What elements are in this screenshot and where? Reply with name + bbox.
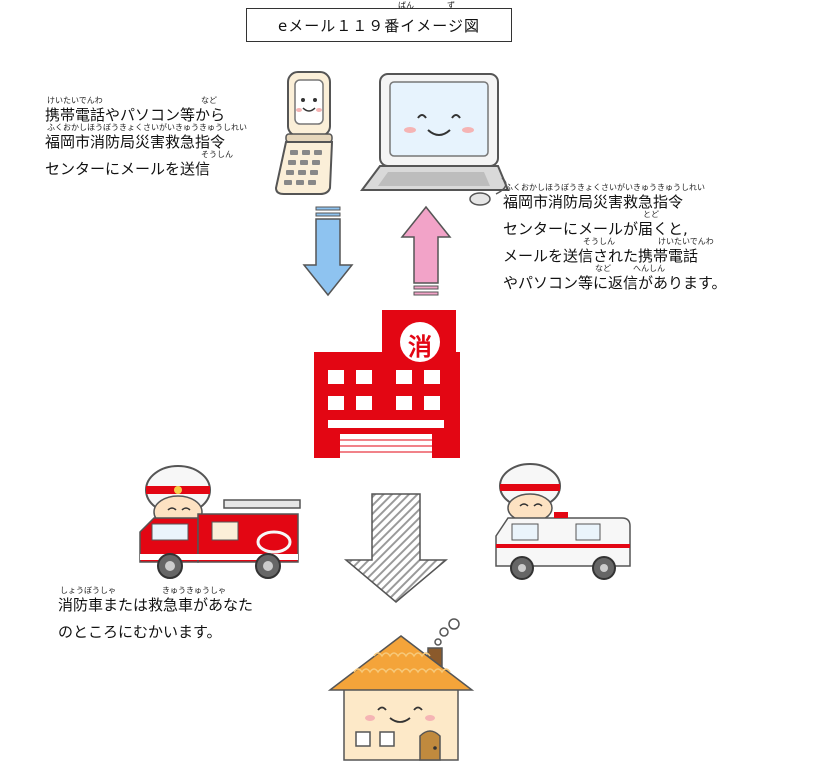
step2-ruby-keitaidenwa: けいたいでんわ: [658, 237, 714, 246]
mobile-phone-icon: [274, 71, 334, 195]
arrow-down-grey-icon: [343, 493, 449, 603]
step3-ruby-kyuukyuusha: きゅうきゅうしゃ: [162, 586, 226, 595]
step2-ruby-nado: など: [595, 264, 611, 273]
step2-line-1: 福岡市消防局災害救急指令: [503, 193, 684, 211]
diagram-title: eメール１１９番イメージ図: [246, 8, 512, 42]
laptop-icon: [360, 73, 510, 206]
step3-line-2: のところにむかいます。: [58, 623, 222, 641]
title-text: eメール１１９番イメージ図: [278, 16, 480, 35]
arrow-down-blue-icon: [302, 206, 354, 297]
step2-line-3: メールを送信された携帯電話: [503, 247, 699, 265]
ambulance-icon: [495, 463, 631, 580]
step1-ruby-soushin: そうしん: [201, 150, 233, 159]
step2-ruby-todo: とど: [643, 210, 659, 219]
house-icon: [327, 618, 475, 761]
step2-ruby-henshin: へんしん: [633, 264, 665, 273]
step3-ruby-shoubousha: しょうぼうしゃ: [60, 586, 116, 595]
step1-line-2: 福岡市消防局災害救急指令: [45, 133, 226, 151]
arrow-up-pink-icon: [400, 205, 452, 296]
step1-ruby-fukuoka: ふくおかしほうぼうきょくさいがいきゅうきゅうしれい: [47, 123, 247, 132]
step2-line-4: やパソコン等に返信があります。: [503, 274, 727, 292]
step2-ruby-fukuoka: ふくおかしほうぼうきょくさいがいきゅうきゅうしれい: [505, 183, 705, 192]
title-ruby-zu: ず: [447, 1, 455, 10]
step1-ruby-keitaidenwa: けいたいでんわ: [47, 96, 103, 105]
step3-line-1: 消防車または救急車があなた: [58, 596, 254, 614]
fire-truck-icon: [139, 465, 301, 579]
step2-ruby-soushin: そうしん: [583, 237, 615, 246]
step1-ruby-nado: など: [201, 96, 217, 105]
step1-line-1: 携帯電話やパソコン等から: [45, 106, 226, 124]
step1-line-3: センターにメールを送信: [45, 160, 211, 178]
fire-station-icon: [314, 310, 460, 458]
title-ruby-ban: ばん: [398, 1, 414, 10]
step2-line-2: センターにメールが届くと,: [503, 220, 688, 238]
fire-station-sign: 消: [408, 333, 432, 361]
